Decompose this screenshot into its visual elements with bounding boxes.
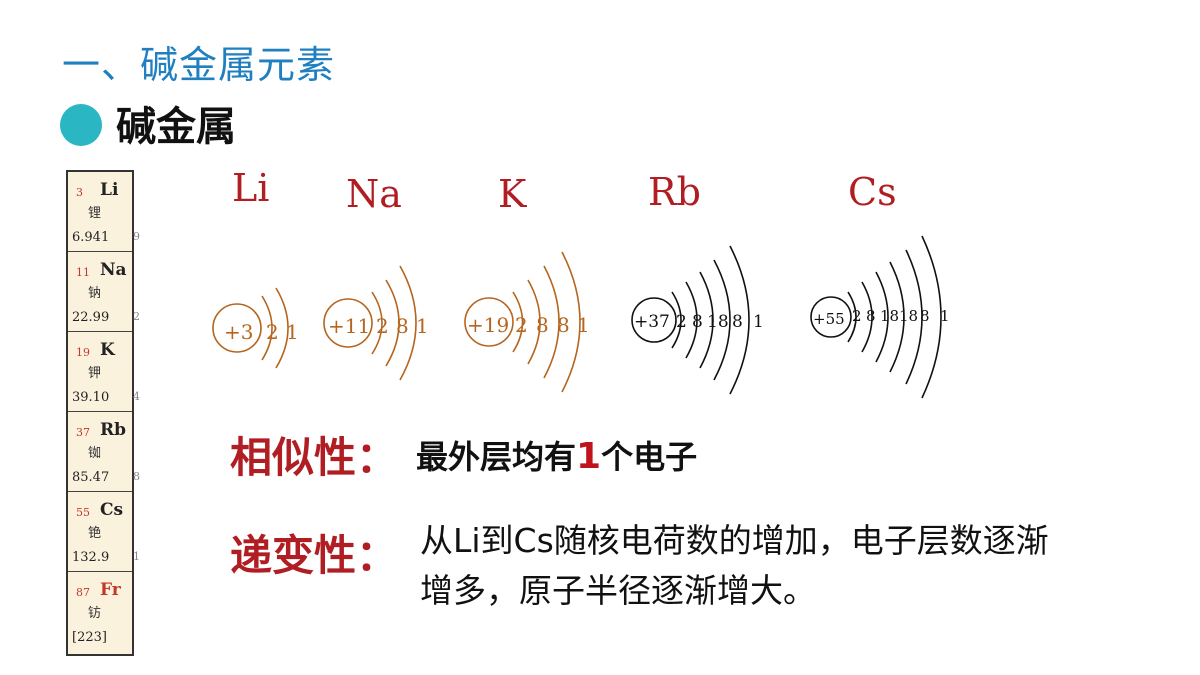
shell-electrons: 1 — [416, 314, 429, 338]
shell-electrons: 1 — [286, 320, 299, 344]
bullet-dot-icon — [60, 104, 102, 146]
shell-electrons: 2 — [515, 313, 528, 337]
gradient-text: 从Li到Cs随核电荷数的增加，电子层数逐渐增多，原子半径逐渐增大。 — [420, 521, 1049, 610]
similarity-number: 1 — [576, 436, 602, 477]
atomic-mass: 132.9 — [72, 550, 110, 565]
element-symbol: Cs — [100, 500, 124, 520]
similarity-text-pre: 最外层均有 — [416, 438, 577, 476]
pt-cell-k: 19 K 钾 39.10 4 — [68, 332, 140, 412]
atom-diagram-cs — [810, 235, 942, 399]
shell-electrons: 8 — [732, 312, 743, 332]
pt-cell-fr: 87 Fr 钫 [223] — [68, 572, 132, 652]
element-symbol: Rb — [100, 420, 127, 440]
nucleus-charge-li: +3 — [224, 320, 253, 344]
nucleus-charge-cs: +55 — [813, 310, 845, 328]
atomic-mass: [223] — [72, 630, 107, 645]
similarity-text: 最外层均有1个电子 — [416, 432, 697, 478]
shell-electrons: 8 — [920, 307, 930, 325]
element-symbol: Na — [100, 260, 127, 280]
periodic-table-strip: 3 Li 锂 6.941 9 11 Na 钠 22.99 2 19 K 钾 39… — [66, 170, 140, 656]
element-label-li: Li — [232, 166, 270, 210]
atomic-number: 55 — [76, 506, 90, 519]
element-name-cn: 铯 — [88, 526, 102, 541]
adjacent-cell-fragment: 9 — [133, 230, 140, 243]
nucleus-charge-na: +11 — [328, 314, 370, 338]
element-symbol: K — [100, 340, 115, 360]
atomic-number: 11 — [76, 266, 90, 279]
element-label-rb: Rb — [648, 170, 701, 214]
atom-diagram-rb — [631, 245, 750, 395]
adjacent-cell-fragment: 4 — [133, 390, 140, 403]
pt-cell-na: 11 Na 钠 22.99 2 — [68, 252, 140, 332]
shell-electrons: 2 — [676, 312, 687, 332]
shell-electrons: 1 — [940, 307, 950, 325]
shell-electrons: 2 — [376, 314, 389, 338]
shell-electrons: 18 — [899, 307, 918, 325]
shell-electrons: 1 — [753, 312, 764, 332]
atom-diagram-na — [323, 265, 417, 381]
shell-electrons: 2 — [266, 320, 279, 344]
element-name-cn: 钫 — [88, 606, 102, 621]
atomic-number: 87 — [76, 586, 90, 599]
shell-electrons: 8 — [692, 312, 703, 332]
adjacent-cell-fragment: 8 — [133, 470, 140, 483]
shell-electrons: 8 — [866, 307, 876, 325]
shell-electrons: 8 — [557, 313, 570, 337]
atomic-mass: 39.10 — [72, 390, 110, 405]
sub-heading: 碱金属 — [116, 104, 236, 150]
nucleus-charge-rb: +37 — [634, 312, 670, 332]
shell-electrons: 8 — [536, 313, 549, 337]
adjacent-cell-fragment: 1 — [133, 550, 140, 563]
element-label-cs: Cs — [848, 170, 897, 214]
similarity-label: 相似性： — [230, 433, 399, 482]
element-symbol: Li — [100, 180, 119, 200]
element-name-cn: 钾 — [88, 366, 102, 381]
adjacent-cell-fragment: 2 — [133, 310, 140, 323]
element-name-cn: 钠 — [88, 286, 102, 301]
shell-electrons: 8 — [396, 314, 409, 338]
atomic-number: 3 — [76, 186, 83, 199]
pt-cell-cs: 55 Cs 铯 132.9 1 — [68, 492, 140, 572]
shell-electrons: 2 — [852, 307, 862, 325]
atom-diagram-k — [464, 251, 581, 393]
nucleus-charge-k: +19 — [467, 313, 509, 337]
similarity-text-post: 个电子 — [601, 438, 698, 476]
pt-cell-li: 3 Li 锂 6.941 9 — [68, 172, 140, 252]
element-name-cn: 锂 — [88, 206, 102, 221]
shell-electrons: 18 — [707, 312, 729, 332]
shell-electrons: 1 — [577, 313, 590, 337]
gradient-label: 递变性： — [230, 531, 399, 580]
atomic-number: 37 — [76, 426, 90, 439]
atomic-number: 19 — [76, 346, 90, 359]
element-name-cn: 铷 — [88, 446, 102, 461]
element-label-k: K — [498, 172, 527, 216]
atomic-mass: 85.47 — [72, 470, 110, 485]
atomic-mass: 6.941 — [72, 230, 110, 245]
pt-cell-rb: 37 Rb 铷 85.47 8 — [68, 412, 140, 492]
section-heading: 一、碱金属元素 — [62, 43, 336, 87]
atom-diagram-li — [212, 287, 289, 369]
atomic-mass: 22.99 — [72, 310, 110, 325]
shell-electrons: 18 — [880, 307, 899, 325]
element-symbol: Fr — [100, 580, 121, 600]
element-label-na: Na — [346, 172, 402, 216]
